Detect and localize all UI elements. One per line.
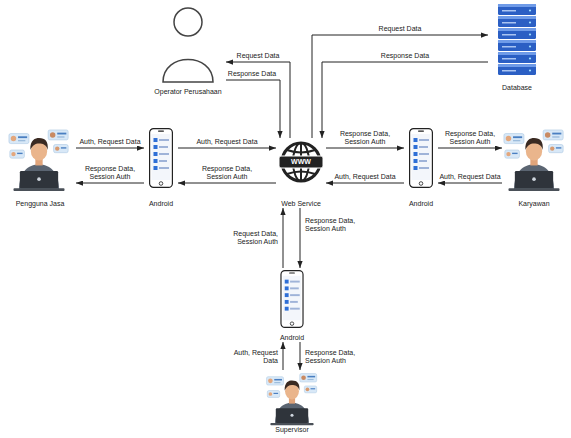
phone-icon (410, 129, 433, 188)
database-icon (498, 28, 536, 39)
operator-icon (163, 60, 213, 83)
flow-arrow (283, 208, 284, 268)
flow-label: Request Data (379, 25, 422, 33)
database-icon (502, 34, 516, 36)
database-icon (502, 70, 516, 72)
flow-arrow (312, 35, 488, 138)
database-icon (498, 16, 536, 19)
flow-label: Response Data (228, 70, 276, 78)
flow-label: Response Data, Session Auth (196, 165, 258, 181)
flow-arrow (322, 62, 488, 138)
web-globe-icon (279, 156, 323, 168)
node-label: Database (502, 84, 532, 92)
flow-arrow (178, 148, 276, 149)
employee-illustration (504, 130, 563, 191)
database-icon (529, 57, 531, 59)
web-globe-icon (287, 150, 315, 153)
flow-label: Response Data, Session Auth (305, 349, 371, 365)
database-node: Database (488, 0, 546, 92)
flow-label: Request Data, Session Auth (216, 230, 278, 246)
node-label: Pengguna Jasa (16, 200, 65, 208)
database-icon (502, 10, 516, 12)
database-icon (498, 4, 536, 75)
node-label: Android (149, 200, 173, 208)
flow-label: Response Data, Session Auth (305, 217, 371, 233)
flow-label: Auth, Request Data (79, 138, 140, 146)
operator-actor: Operator Perusahaan (150, 0, 226, 96)
operator-icon (163, 8, 213, 82)
database-icon (498, 40, 536, 51)
device-node: Android (274, 268, 310, 342)
database-icon (498, 16, 536, 27)
database-icon (498, 40, 536, 43)
globe-text: WWW (291, 158, 311, 166)
flow-arrow (326, 183, 404, 184)
flow-arrow (226, 62, 290, 138)
flow-arrow (326, 148, 404, 149)
database-icon (529, 33, 531, 35)
phone-icon (150, 129, 173, 188)
flow-label: Auth, Request Data (334, 173, 395, 181)
device-node: Android (144, 126, 178, 208)
node-label: Supervisor (275, 426, 308, 434)
phone-icon (281, 271, 303, 328)
database-icon (529, 45, 531, 47)
flow-label: Request Data (237, 52, 280, 60)
node-label: Karyawan (518, 200, 549, 208)
supervisor-illustration (267, 374, 317, 426)
flow-arrow (283, 342, 284, 370)
database-icon (498, 4, 536, 7)
flow-label: Response Data, Session Auth (440, 130, 500, 146)
flow-label: Auth, Request Data (196, 138, 257, 146)
user-illustration (9, 130, 68, 191)
database-icon (498, 64, 536, 75)
operator-icon (174, 8, 202, 36)
node-label: Android (280, 334, 304, 342)
database-icon (498, 4, 536, 15)
node-label: Web Service (281, 200, 321, 208)
web-service-node: Web Service (276, 138, 326, 208)
flow-label: Auth, Request Data (226, 349, 278, 365)
user-actor: Pengguna Jasa (4, 122, 76, 208)
database-icon (498, 52, 536, 63)
flow-label: Response Data, Session Auth (79, 165, 141, 181)
device-node: Android (404, 126, 438, 208)
database-icon (502, 46, 516, 48)
database-icon (529, 9, 531, 11)
flow-label: Response Data, Session Auth (334, 130, 396, 146)
node-label: Android (409, 200, 433, 208)
database-icon (529, 21, 531, 23)
database-icon (529, 69, 531, 71)
employee-actor: Karyawan (502, 122, 566, 208)
node-label: Operator Perusahaan (154, 88, 221, 96)
flow-arrow (178, 183, 276, 184)
web-globe-icon (287, 172, 315, 175)
database-icon (498, 52, 536, 55)
database-icon (498, 28, 536, 31)
flow-label: Auth, Request Data (439, 173, 500, 181)
flow-arrow (300, 208, 301, 268)
flow-arrow (438, 148, 502, 149)
database-icon (502, 22, 516, 24)
flow-arrow (76, 148, 144, 149)
flow-arrow (226, 80, 280, 138)
flow-arrow (438, 183, 502, 184)
flow-arrow (300, 342, 301, 370)
database-icon (498, 64, 536, 67)
flow-label: Response Data (381, 52, 429, 60)
supervisor-actor: Supervisor (256, 370, 328, 434)
database-icon (502, 58, 516, 60)
web-globe-icon (279, 143, 323, 181)
flow-arrow (76, 183, 144, 184)
